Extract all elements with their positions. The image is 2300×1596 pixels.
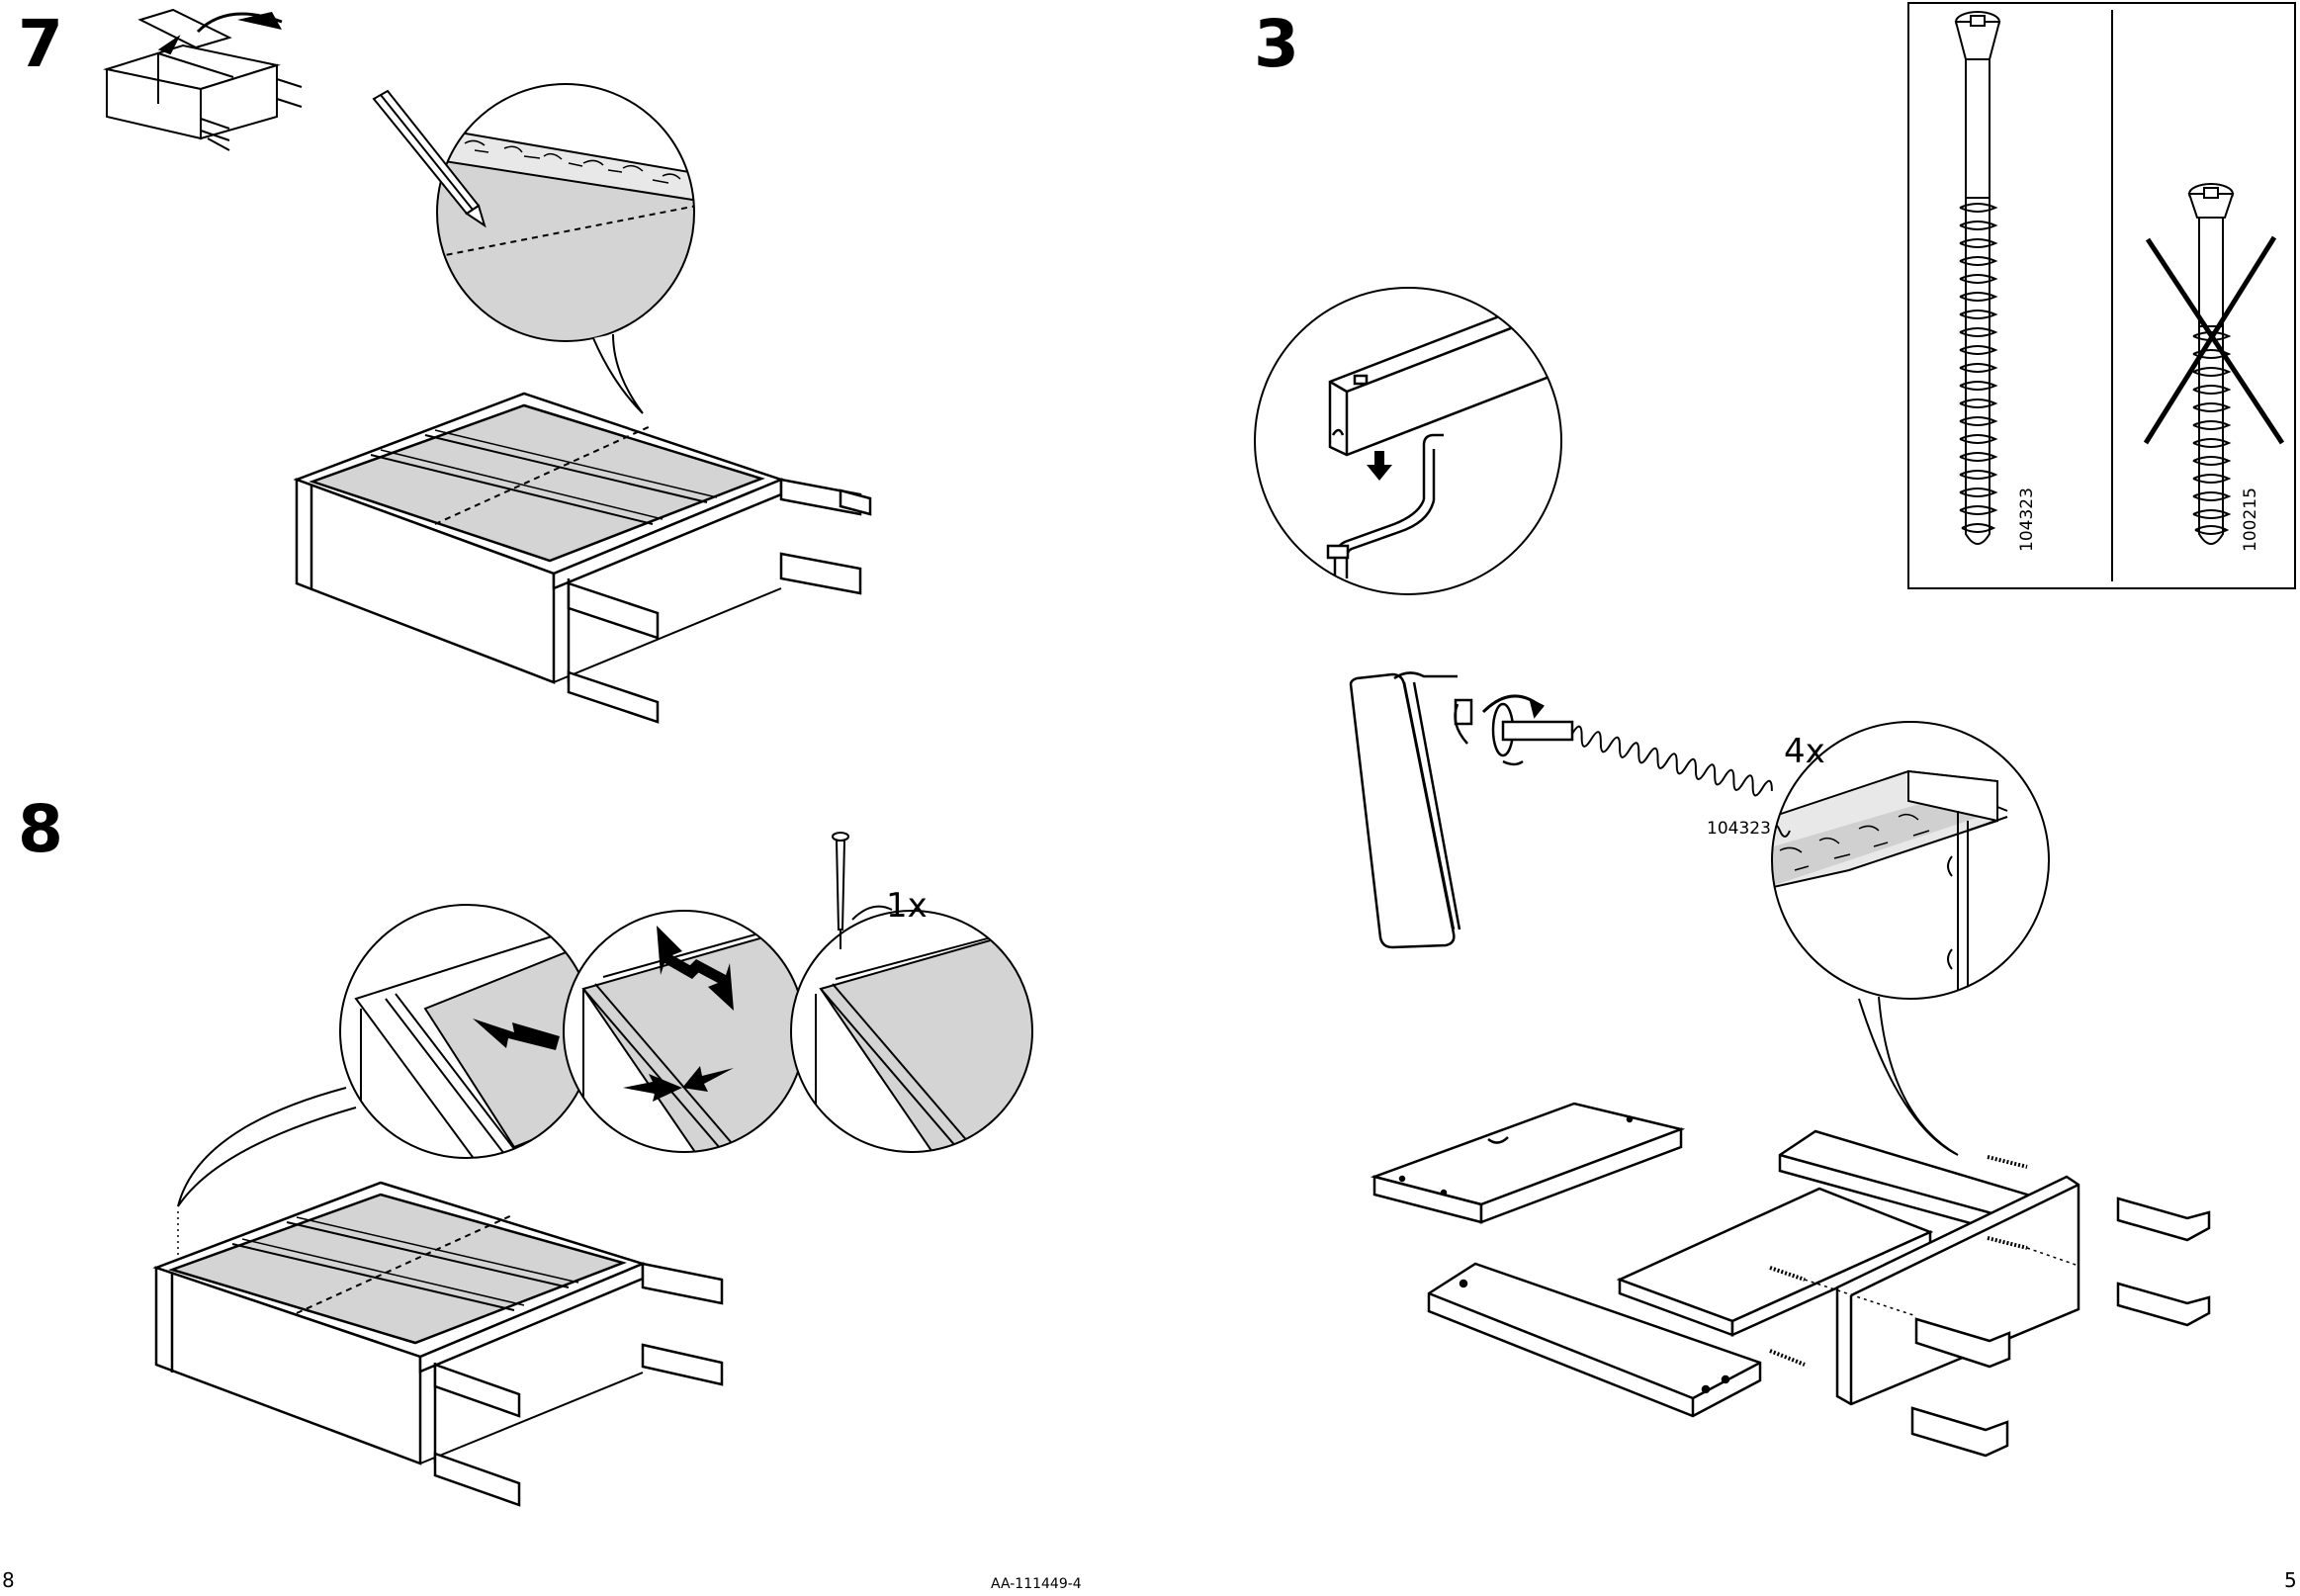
right-page-number: 5 (2284, 1568, 2297, 1592)
correct-screw-part-number: 104323 (2017, 488, 2037, 552)
screw-comparison-box (1907, 2, 2296, 589)
step3-panel-detail-circle (1760, 722, 2057, 1155)
nail-quantity-label: 1x (886, 886, 928, 926)
step3-allen-key-circle (1246, 277, 1572, 603)
document-code: AA-111449-4 (991, 1576, 1082, 1592)
step8-frame (156, 1183, 722, 1505)
step7-detail-circle (374, 79, 712, 413)
step7-thumbnail (107, 10, 302, 150)
step3-exploded-panels (1374, 1104, 2209, 1456)
wrong-screw-part-number: 100215 (2241, 488, 2260, 552)
step7-frame (297, 394, 870, 722)
step3-arm-and-screw (1351, 672, 1774, 947)
left-page-number: 8 (2, 1568, 15, 1592)
screw-part-number-label: 104323 (1707, 819, 1771, 839)
screw-quantity-label: 4x (1784, 732, 1825, 771)
